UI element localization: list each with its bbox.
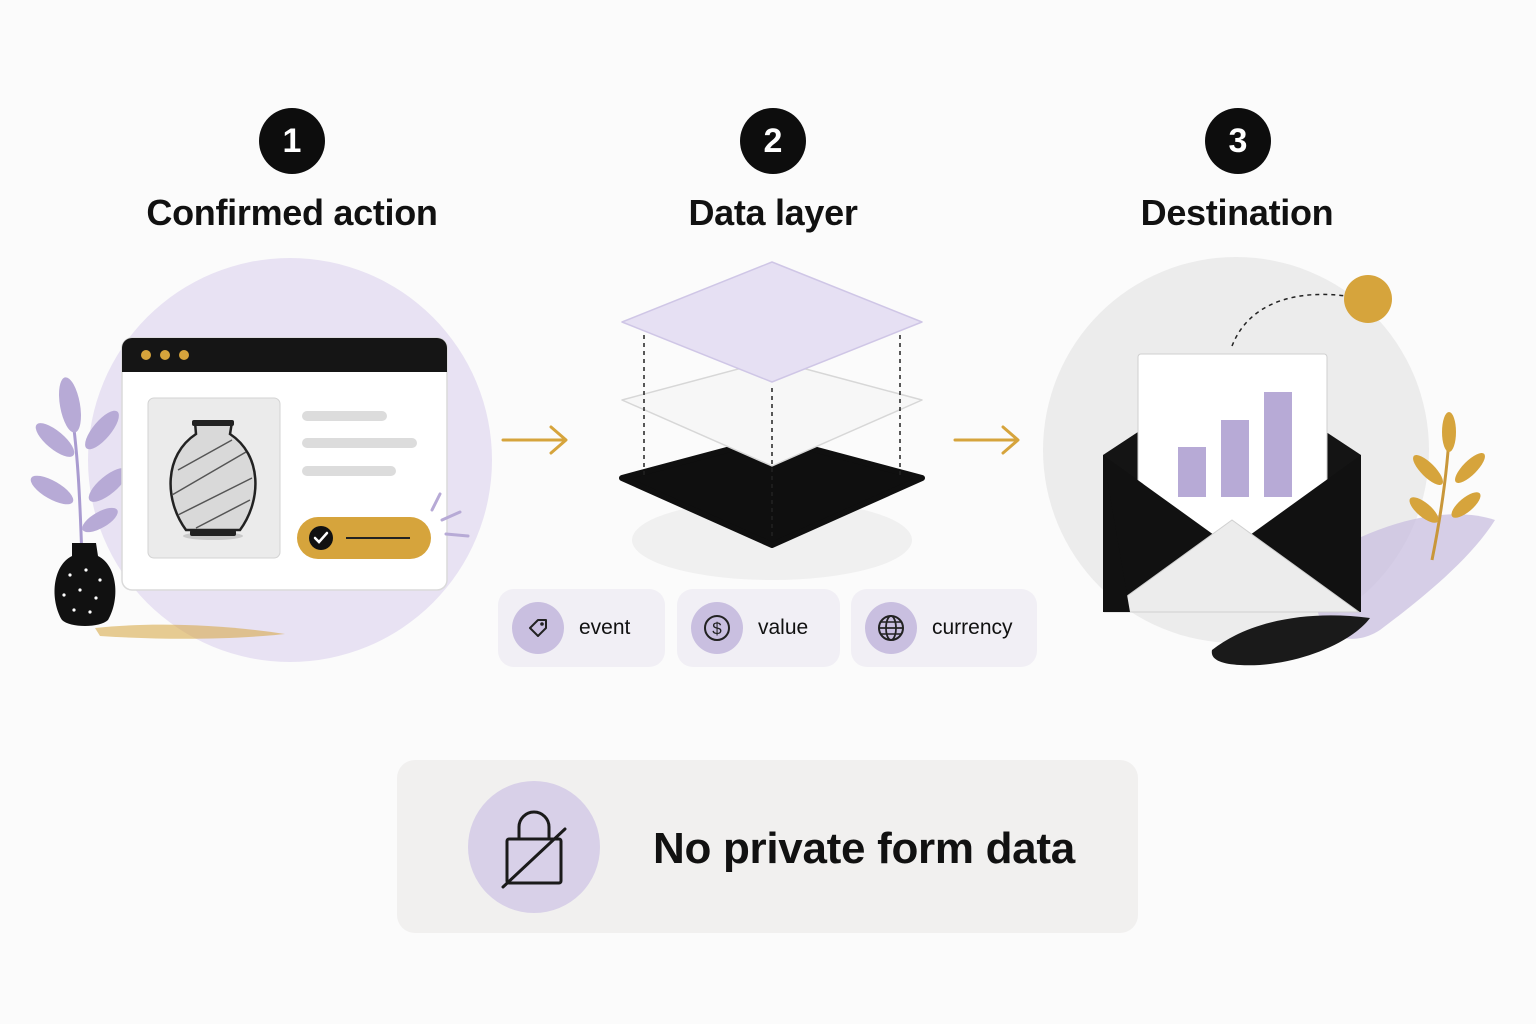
privacy-text: No private form data [653, 824, 1075, 873]
arrow-right-icon [953, 425, 1020, 455]
step-3-badge: 3 [1205, 108, 1271, 174]
svg-text:$: $ [712, 619, 722, 638]
pot-icon [54, 543, 116, 626]
globe-icon [865, 602, 917, 654]
step-2-badge: 2 [740, 108, 806, 174]
destination-illustration [1043, 257, 1495, 666]
plant-icon [30, 377, 128, 561]
browser-window [121, 337, 470, 591]
data-layer-illustration [619, 261, 925, 580]
gold-dot [1344, 275, 1392, 323]
step-1-title: Confirmed action [146, 192, 438, 233]
step-3-title: Destination [1140, 192, 1334, 233]
field-label-currency: currency [932, 616, 1013, 639]
field-pill-event: event [498, 589, 665, 667]
gold-leaf-icon [1409, 412, 1485, 561]
field-label-event: event [579, 616, 631, 639]
lock-crossed-icon [468, 781, 600, 913]
confirmed-action-illustration [30, 258, 492, 662]
vase-icon [169, 420, 257, 540]
field-label-value: value [758, 616, 809, 639]
step-2-title: Data layer [688, 192, 858, 233]
tag-icon [512, 602, 564, 654]
black-brush-stroke [1211, 615, 1370, 666]
privacy-card: No private form data [397, 760, 1138, 933]
step-1-badge: 1 [259, 108, 325, 174]
layer-top [621, 261, 923, 383]
dashed-trail [1231, 293, 1347, 347]
bar-chart-icon [1178, 447, 1206, 497]
layer-bottom [619, 435, 925, 548]
field-pill-value: $ value [677, 589, 840, 667]
field-pill-currency: currency [851, 589, 1037, 667]
gold-brush-stroke [95, 624, 285, 639]
dollar-icon: $ [691, 602, 743, 654]
arrow-right-icon [501, 425, 568, 455]
